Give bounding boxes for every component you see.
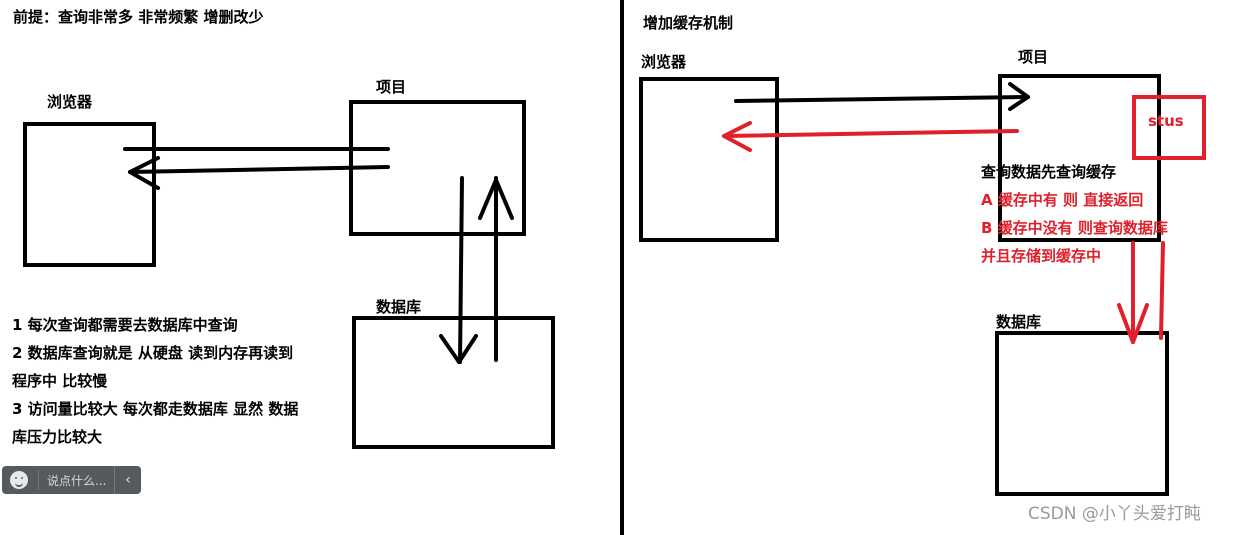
right-database-box — [995, 331, 1169, 496]
note-line-4: 3 访问量比较大 每次都走数据库 显然 数据 — [12, 400, 299, 418]
left-browser-label: 浏览器 — [47, 93, 93, 111]
chevron-left-icon[interactable]: ‹ — [114, 466, 141, 494]
smile-icon — [10, 471, 28, 489]
right-request-arrow — [734, 82, 1030, 111]
left-browser-project-arrow — [123, 147, 390, 190]
right-project-label: 项目 — [1018, 48, 1049, 66]
left-database-label: 数据库 — [376, 298, 422, 316]
right-database-label: 数据库 — [996, 313, 1042, 331]
query-heading: 查询数据先查询缓存 — [981, 163, 1117, 181]
comment-separator — [38, 470, 39, 490]
note-line-1: 1 每次查询都需要去数据库中查询 — [12, 316, 238, 334]
csdn-watermark: CSDN @小丫头爱打盹 — [1028, 504, 1201, 524]
left-premise-text: 前提：查询非常多 非常频繁 增删改少 — [13, 8, 264, 26]
rule-b-continuation: 并且存储到缓存中 — [981, 247, 1102, 265]
rule-a-text: A 缓存中有 则 直接返回 — [981, 191, 1144, 209]
right-cache-database-arrows — [1117, 241, 1165, 344]
comment-input[interactable]: 说点什么... — [47, 473, 107, 488]
right-browser-box — [639, 77, 779, 242]
right-title: 增加缓存机制 — [643, 14, 734, 32]
cache-box — [1132, 95, 1206, 160]
left-project-label: 项目 — [376, 78, 407, 96]
right-browser-label: 浏览器 — [641, 53, 687, 71]
left-browser-box — [23, 122, 156, 267]
note-line-2: 2 数据库查询就是 从硬盘 读到内存再读到 — [12, 344, 294, 362]
note-line-3: 程序中 比较慢 — [12, 372, 108, 390]
left-project-database-arrows — [439, 176, 514, 364]
right-response-arrow — [722, 121, 1019, 152]
left-database-box — [352, 316, 555, 449]
rule-b-text: B 缓存中没有 则查询数据库 — [981, 219, 1168, 237]
cache-label: stus — [1148, 112, 1184, 130]
comment-widget[interactable]: 说点什么... ‹ — [2, 466, 141, 494]
note-line-5: 库压力比较大 — [12, 428, 103, 446]
